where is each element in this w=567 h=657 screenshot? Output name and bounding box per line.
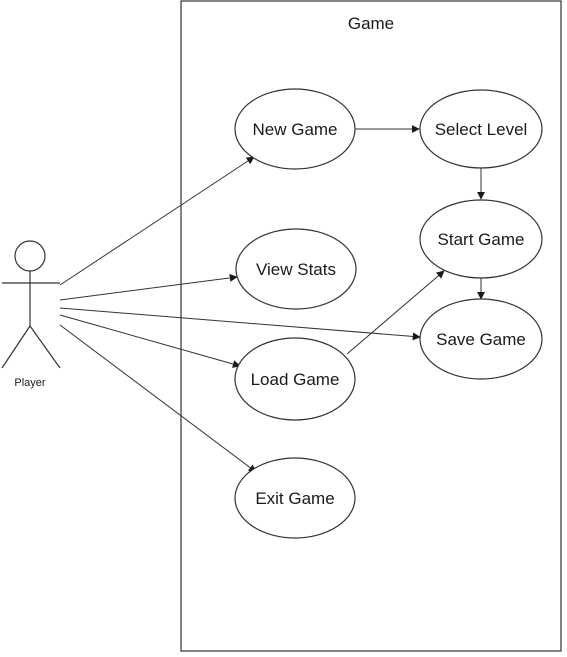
system-title: Game	[348, 14, 394, 33]
use-case-select-level: Select Level	[419, 89, 543, 169]
use-case-label: Start Game	[438, 230, 525, 249]
association-view-stats	[59, 273, 238, 301]
use-case-load-game: Load Game	[234, 337, 356, 421]
use-case-label: Load Game	[251, 370, 340, 389]
actor-left-leg	[1, 325, 31, 369]
use-case-exit-game: Exit Game	[234, 457, 356, 539]
use-case-label: Select Level	[435, 120, 528, 139]
use-case-new-game: New Game	[234, 88, 356, 170]
flows	[346, 125, 485, 355]
use-case-label: View Stats	[256, 260, 336, 279]
use-case-label: Exit Game	[255, 489, 334, 508]
use-case-view-stats: View Stats	[235, 228, 357, 310]
flow-load-game-to-start-game	[346, 270, 445, 355]
use-case-save-game: Save Game	[419, 298, 543, 380]
actor-right-leg	[29, 325, 61, 369]
use-case-start-game: Start Game	[419, 199, 543, 279]
association-exit-game	[59, 324, 257, 473]
use-case-label: Save Game	[436, 330, 526, 349]
actor-head	[14, 240, 46, 272]
use-case-label: New Game	[252, 120, 337, 139]
association-load-game	[59, 314, 241, 368]
association-save-game	[59, 307, 421, 341]
associations	[59, 156, 421, 473]
actor-player	[1, 240, 61, 369]
association-new-game	[59, 156, 255, 286]
actor-label: Player	[14, 377, 46, 389]
